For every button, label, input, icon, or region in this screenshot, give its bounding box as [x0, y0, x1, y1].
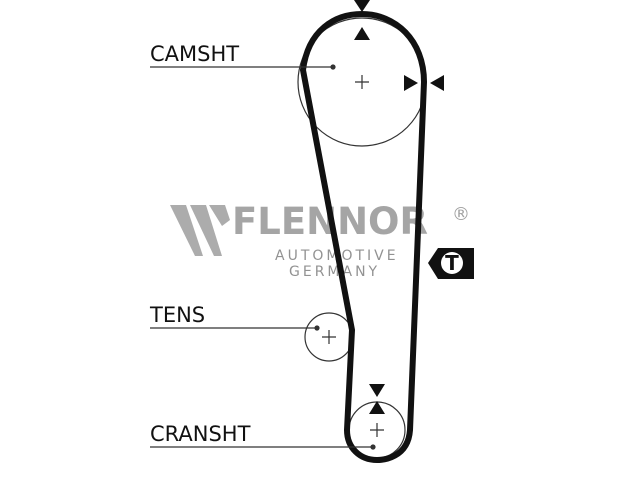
brand-subtitle-line2: GERMANY: [289, 264, 380, 280]
tensioner-leader-dot: [314, 325, 320, 331]
camshaft-side-mark-inner: [404, 75, 418, 91]
camshaft-side-mark-outer: [430, 75, 444, 91]
tensioner-center-mark: [322, 330, 336, 344]
tensioner-label: TENS: [149, 303, 205, 327]
timing-marks: [354, 0, 444, 414]
crankshaft-mark-outer: [369, 384, 385, 397]
tension-marker: T: [428, 248, 474, 279]
crankshaft-mark-inner: [369, 401, 385, 414]
crankshaft-leader-dot: [370, 444, 376, 450]
brand-watermark: FLENNOR ® AUTOMOTIVE GERMANY: [170, 200, 470, 280]
tension-marker-circle: [441, 252, 463, 274]
timing-belt: [300, 11, 427, 463]
pulley-centers: [322, 75, 384, 437]
brand-registered-mark: ®: [452, 204, 470, 225]
brand-logo-icon: [170, 205, 230, 256]
tension-marker-letter: T: [445, 251, 459, 275]
camshaft-center-mark: [355, 75, 369, 89]
camshaft-label: CAMSHT: [150, 42, 239, 66]
camshaft-top-mark-outer: [354, 0, 370, 12]
camshaft-leader-dot: [330, 64, 336, 70]
crankshaft-center-mark: [370, 423, 384, 437]
camshaft-top-mark-inner: [354, 27, 370, 40]
crankshaft-label: CRANSHT: [150, 422, 251, 446]
